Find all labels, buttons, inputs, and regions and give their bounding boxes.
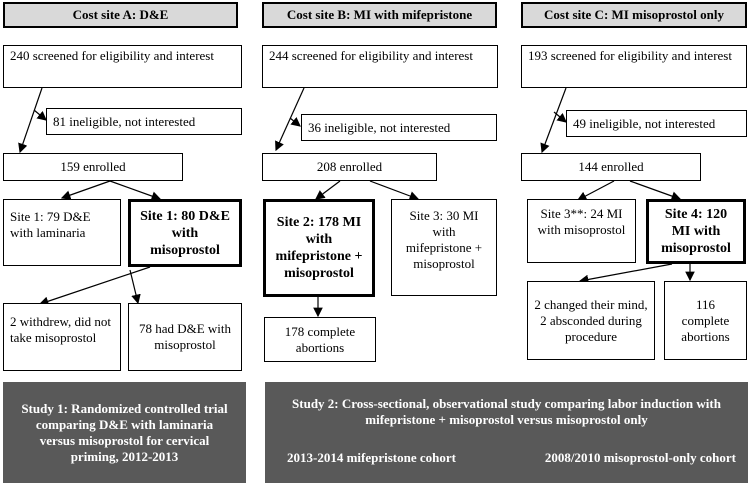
arrow-c-arm2 — [629, 180, 682, 201]
site-c-screened: 193 screened for eligibility and interes… — [521, 45, 747, 88]
arrow-c-changed — [578, 263, 673, 285]
site-c-header: Cost site C: MI misoprostol only — [521, 2, 747, 28]
site-a-arm1: Site 1: 79 D&E with laminaria — [3, 199, 121, 266]
site-a-had: 78 had D&E with misoprostol — [128, 303, 242, 371]
study-2-cohort-left: 2013-2014 mifepristone cohort — [287, 450, 456, 465]
arrow-b-ineligible — [289, 117, 301, 127]
site-a-screened: 240 screened for eligibility and interes… — [3, 45, 242, 88]
arrow-c-ineligible — [553, 111, 567, 123]
study-1-panel: Study 1: Randomized controlled trial com… — [3, 382, 246, 483]
arrow-a-withdrew — [38, 266, 151, 306]
site-b-arm1: Site 2: 178 MI with mifepristone + misop… — [263, 199, 375, 297]
site-c-complete: 116 complete abortions — [664, 281, 747, 360]
study-1-text: Study 1: Randomized controlled trial com… — [21, 400, 228, 464]
arrow-b-arm2 — [369, 180, 420, 201]
site-c-changed: 2 changed their mind, 2 absconded during… — [527, 281, 655, 360]
arrow-a-ineligible — [33, 109, 47, 121]
arrow-c-arm1 — [576, 180, 615, 201]
site-c-arm2: Site 4: 120 MI with misoprostol — [646, 199, 746, 264]
site-b-header: Cost site B: MI with mifepristone — [262, 2, 497, 28]
arrow-b-arm1 — [315, 180, 341, 200]
arrow-a-arm1 — [60, 180, 111, 200]
site-b-arm2: Site 3: 30 MI with mifepristone + misopr… — [391, 199, 497, 296]
study-2-panel: Study 2: Cross-sectional, observational … — [265, 382, 748, 483]
site-c-enrolled: 144 enrolled — [521, 153, 701, 181]
site-a-ineligible: 81 ineligible, not interested — [46, 108, 242, 135]
study-2-cohort-right: 2008/2010 misoprostol-only cohort — [544, 450, 736, 465]
site-a-withdrew: 2 withdrew, did not take misoprostol — [3, 303, 121, 371]
arrow-c-screen-enrolled — [540, 87, 567, 154]
arrow-a-screen-enrolled — [18, 87, 43, 154]
site-c-arm1: Site 3**: 24 MI with misoprostol — [527, 199, 636, 263]
site-b-screened: 244 screened for eligibility and interes… — [262, 45, 498, 88]
site-b-enrolled: 208 enrolled — [262, 153, 437, 181]
study-2-title: Study 2: Cross-sectional, observational … — [292, 396, 721, 427]
arrow-a-arm2 — [109, 180, 162, 201]
site-b-complete: 178 complete abortions — [264, 317, 376, 362]
site-a-arm2: Site 1: 80 D&E with misoprostol — [128, 199, 242, 267]
site-a-header: Cost site A: D&E — [3, 2, 238, 28]
site-c-ineligible: 49 ineligible, not interested — [566, 110, 747, 137]
site-a-enrolled: 159 enrolled — [3, 153, 183, 181]
arrow-a-had — [129, 269, 141, 305]
arrow-b-screen-enrolled — [275, 87, 305, 152]
site-b-ineligible: 36 ineligible, not interested — [301, 114, 497, 141]
